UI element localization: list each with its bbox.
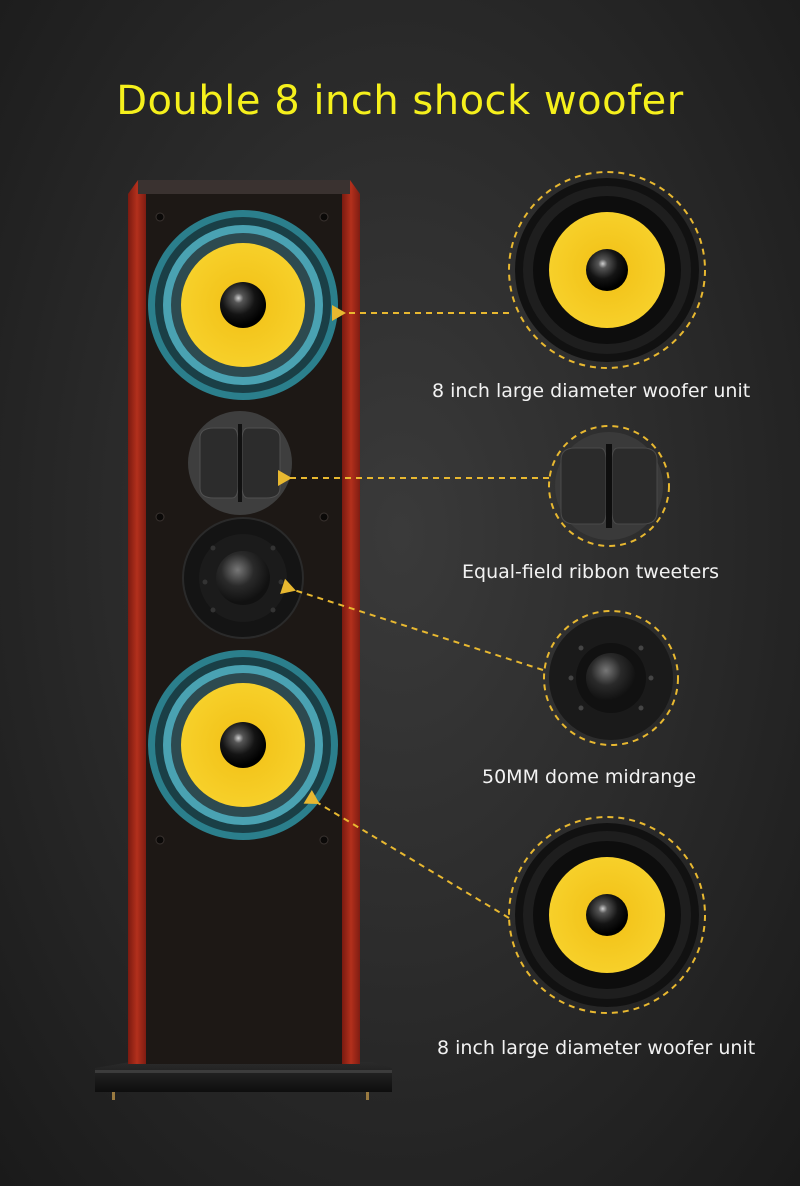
dome-midrange-on-cabinet [182, 517, 304, 639]
callout-label-dome-midrange: 50MM dome midrange [482, 766, 697, 788]
detail-dome-midrange [543, 610, 679, 746]
callout-label-ribbon-tweeter: Equal-field ribbon tweeters [462, 561, 720, 583]
callout-lines [278, 305, 549, 919]
callout-label-woofer-top: 8 inch large diameter woofer unit [432, 380, 751, 402]
woofer-bottom-on-cabinet [148, 650, 338, 840]
callout-label-woofer-bottom: 8 inch large diameter woofer unit [437, 1037, 756, 1059]
page-title: Double 8 inch shock woofer [116, 78, 684, 124]
ribbon-tweeter-on-cabinet [188, 411, 292, 515]
woofer-top-on-cabinet [148, 210, 338, 400]
detail-ribbon-tweeter [548, 425, 670, 547]
detail-woofer-bottom [508, 816, 706, 1014]
detail-woofer-top [508, 171, 706, 369]
